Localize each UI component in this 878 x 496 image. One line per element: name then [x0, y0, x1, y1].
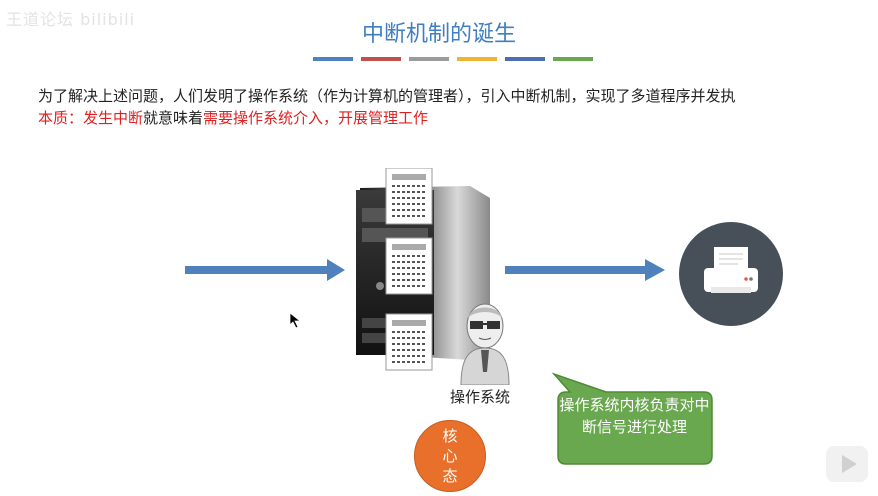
- cursor-icon: [290, 313, 302, 329]
- arrow-right-icon: [185, 259, 345, 281]
- strip-segment-darkblue: [505, 57, 545, 61]
- document-icon: [385, 168, 433, 225]
- kernel-char-2: 心: [442, 447, 458, 465]
- essence-part-2: 就意味着: [143, 109, 204, 127]
- bubble-text: 操作系统内核负责对中断信号进行处理: [559, 396, 710, 436]
- arrow-right-icon: [505, 259, 665, 281]
- strip-segment-blue: [313, 57, 353, 61]
- intro-text: 为了解决上述问题，人们发明了操作系统（作为计算机的管理者），引入中断机制，实现了…: [38, 87, 736, 105]
- document-icon: [385, 237, 433, 295]
- kernel-char-1: 核: [442, 427, 458, 445]
- strip-segment-yellow: [457, 57, 497, 61]
- strip-segment-gray: [409, 57, 449, 61]
- document-icon: [385, 313, 433, 371]
- title-color-strip: [313, 57, 593, 61]
- kernel-mode-badge: 核 心 态: [414, 420, 486, 492]
- strip-segment-green: [553, 57, 593, 61]
- essence-part-1: 本质：发生中断: [38, 109, 144, 127]
- slide-title: 中断机制的诞生: [361, 22, 516, 47]
- kernel-char-3: 态: [442, 467, 458, 485]
- server-icon: [356, 168, 490, 371]
- strip-segment-red: [361, 57, 401, 61]
- printer-icon: [679, 222, 783, 326]
- play-icon[interactable]: [822, 438, 872, 488]
- essence-part-3: 需要操作系统介入，开展管理工作: [203, 109, 429, 127]
- watermark: 王道论坛 bilibili: [6, 10, 136, 29]
- essence-text: 本质：发生中断就意味着需要操作系统介入，开展管理工作: [38, 107, 428, 128]
- speech-bubble: [551, 372, 713, 465]
- person-icon: [460, 303, 510, 385]
- os-label: 操作系统: [450, 388, 511, 406]
